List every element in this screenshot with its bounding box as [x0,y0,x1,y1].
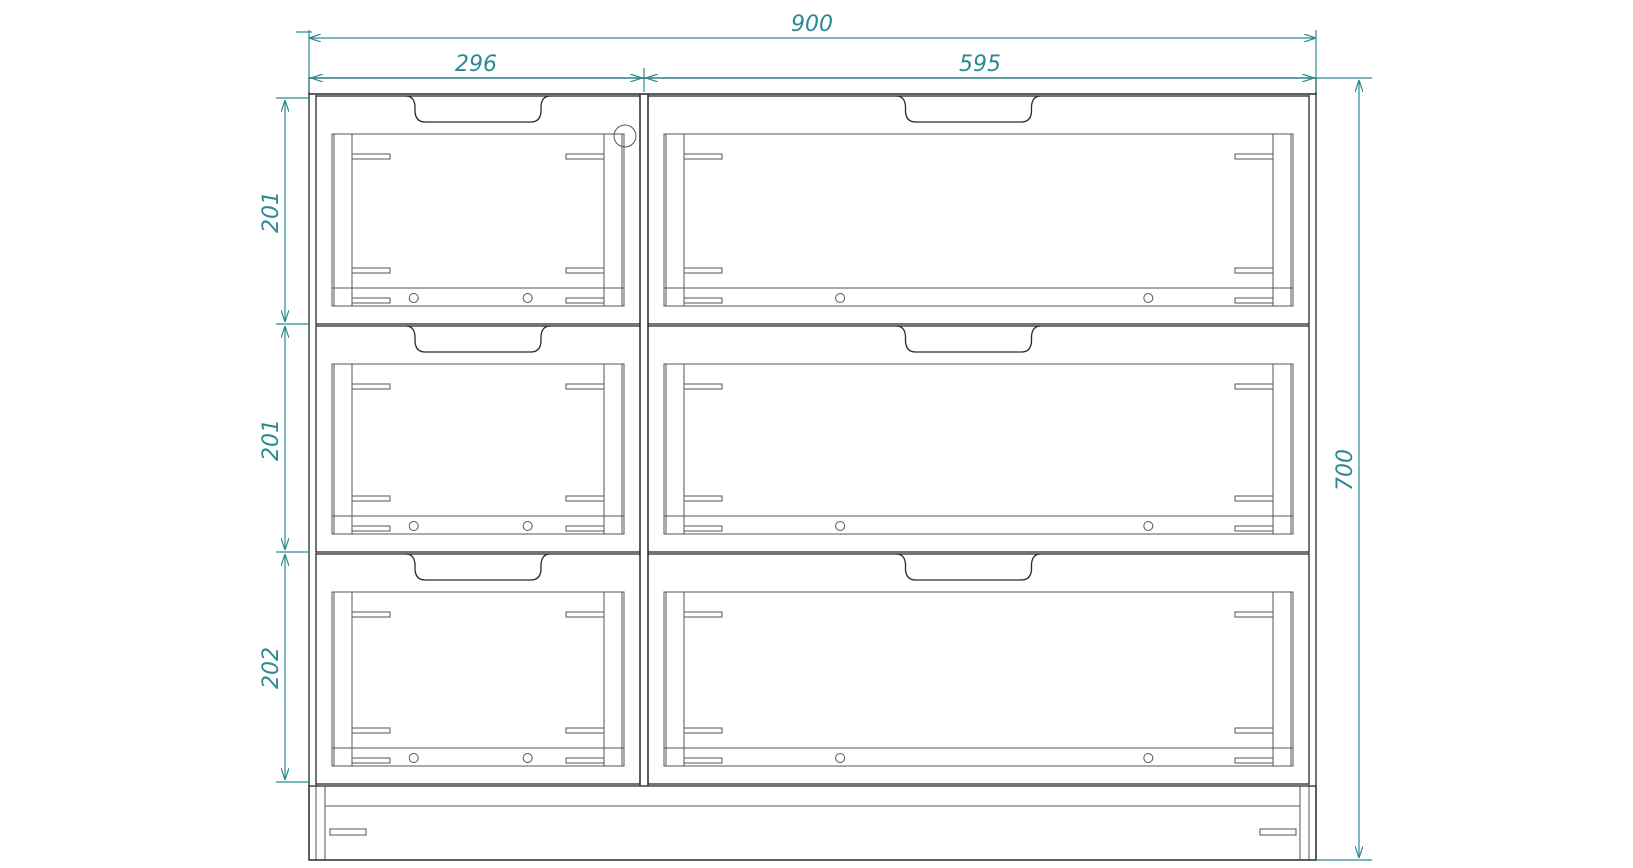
plinth-bracket-right [1259,828,1297,836]
drawer-side-post-r1-right-0 [665,133,685,307]
drawer-runner-r1-left-1-2 [565,297,605,304]
drawer-runner-r2-left-1-0 [565,383,605,390]
drawer-screw-hole-r1-left-0 [408,293,419,303]
drawer-front-r1-right [647,95,1310,325]
dim-text-left-column-width: 296 [455,52,497,77]
drawer-inner-box-r1-left [331,133,625,307]
dim-text-row-3-height: 202 [259,647,284,689]
drawer-runner-r3-left-1-2 [565,757,605,764]
drawer-runner-r2-right-0-0 [683,383,723,390]
drawer-runner-r2-right-1-1 [1234,495,1274,502]
drawer-runner-r3-right-0-2 [683,757,723,764]
drawer-side-post-r3-right-1 [1272,591,1292,767]
drawer-front-r3-right [647,553,1310,785]
drawer-runner-r3-left-0-1 [351,727,391,734]
carcass-outline [308,93,1317,861]
drawer-handle-r2-left [405,325,551,353]
drawer-handle-r3-left [405,553,551,581]
drawer-runner-r2-right-0-1 [683,495,723,502]
drawer-runner-r3-right-1-0 [1234,611,1274,618]
hinge-detail-circle [613,124,637,148]
drawer-side-post-r2-right-0 [665,363,685,535]
drawer-inner-box-r3-right [663,591,1294,767]
plinth-bracket-left [329,828,367,836]
drawer-screw-hole-r3-right-1 [1143,753,1154,763]
drawer-runner-r3-right-0-0 [683,611,723,618]
dim-text-row-1-height: 201 [259,191,284,233]
plinth [308,785,1317,861]
drawer-runner-r3-left-1-1 [565,727,605,734]
drawer-runner-r2-right-1-0 [1234,383,1274,390]
drawer-front-r2-right [647,325,1310,553]
drawer-screw-hole-r3-left-0 [408,753,419,763]
drawer-inner-box-r1-right [663,133,1294,307]
drawer-handle-r1-left [405,95,551,123]
drawers-group [315,95,1310,785]
drawer-screw-hole-r1-left-1 [522,293,533,303]
drawer-runner-r3-left-1-0 [565,611,605,618]
drawer-screw-hole-r2-left-1 [522,521,533,531]
drawer-runner-r1-left-1-0 [565,153,605,160]
drawer-inner-box-r2-left [331,363,625,535]
drawer-screw-hole-r3-left-1 [522,753,533,763]
drawer-side-post-r2-left-1 [603,363,623,535]
drawer-runner-r2-right-0-2 [683,525,723,532]
drawer-screw-hole-r2-right-1 [1143,521,1154,531]
drawer-side-post-r3-left-0 [333,591,353,767]
drawer-side-post-r2-right-1 [1272,363,1292,535]
drawer-runner-r1-right-1-0 [1234,153,1274,160]
drawer-screw-hole-r1-right-1 [1143,293,1154,303]
dim-text-right-column-width: 595 [959,52,1001,77]
cabinet-carcass [308,77,1317,861]
drawer-inner-box-r2-right [663,363,1294,535]
drawer-side-post-r3-right-0 [665,591,685,767]
drawer-handle-r1-right [896,95,1041,123]
drawer-runner-r2-left-0-0 [351,383,391,390]
drawer-runner-r2-left-0-2 [351,525,391,532]
drawer-runner-r1-left-1-1 [565,267,605,274]
drawer-runner-r1-left-0-1 [351,267,391,274]
drawer-runner-r1-left-0-0 [351,153,391,160]
drawer-side-post-r1-left-0 [333,133,353,307]
drawer-runner-r3-right-1-2 [1234,757,1274,764]
drawer-side-post-r3-left-1 [603,591,623,767]
drawer-side-post-r2-left-0 [333,363,353,535]
drawer-runner-r1-right-0-2 [683,297,723,304]
drawer-screw-hole-r1-right-0 [835,293,846,303]
drawer-runner-r1-right-0-0 [683,153,723,160]
drawer-runner-r2-right-1-2 [1234,525,1274,532]
drawer-runner-r1-right-1-1 [1234,267,1274,274]
dim-text-row-2-height: 201 [259,419,284,461]
drawer-runner-r2-left-1-2 [565,525,605,532]
drawer-runner-r3-left-0-2 [351,757,391,764]
drawer-screw-hole-r2-right-0 [835,521,846,531]
drawer-runner-r1-right-1-2 [1234,297,1274,304]
drawer-side-post-r1-left-1 [603,133,623,307]
drawer-front-r3-left [315,553,641,785]
carcass-top-board [308,77,1317,95]
drawer-runner-r1-right-0-1 [683,267,723,274]
dim-text-overall-width: 900 [791,12,833,37]
drawer-front-r1-left [315,95,641,325]
drawer-runner-r2-left-1-1 [565,495,605,502]
drawer-runner-r1-left-0-2 [351,297,391,304]
drawer-runner-r2-left-0-1 [351,495,391,502]
drawer-runner-r3-right-0-1 [683,727,723,734]
drawer-runner-r3-right-1-1 [1234,727,1274,734]
drawer-side-post-r1-right-1 [1272,133,1292,307]
dimension-lines [276,30,1372,861]
drawer-screw-hole-r2-left-0 [408,521,419,531]
drawer-inner-box-r3-left [331,591,625,767]
dim-text-overall-height: 700 [1333,449,1358,491]
drawer-screw-hole-r3-right-0 [835,753,846,763]
drawer-runner-r3-left-0-0 [351,611,391,618]
drawer-handle-r2-right [896,325,1041,353]
drawer-handle-r3-right [896,553,1041,581]
drawer-front-r2-left [315,325,641,553]
